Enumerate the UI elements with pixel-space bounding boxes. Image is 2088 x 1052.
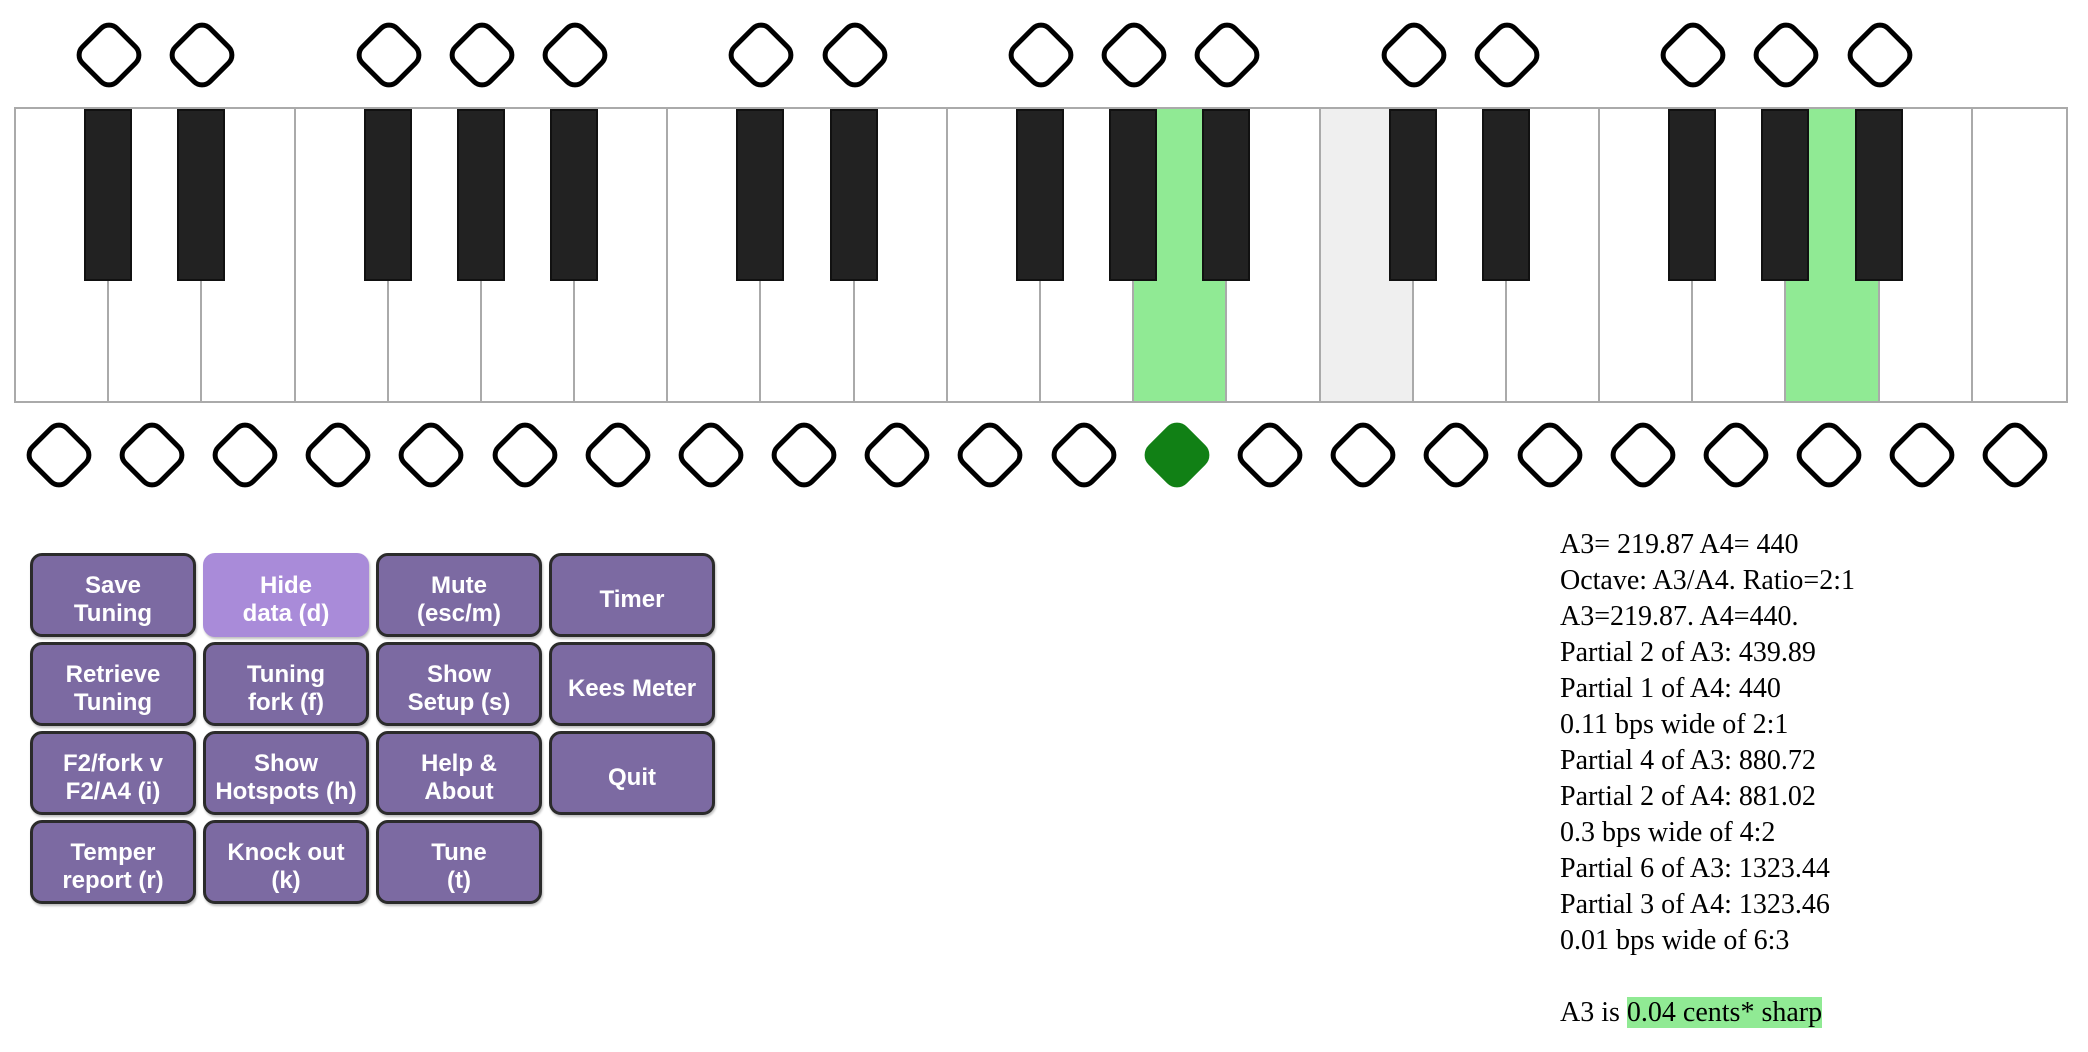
black-key[interactable]	[550, 109, 599, 281]
key-hotspot[interactable]	[765, 416, 843, 494]
black-key[interactable]	[829, 109, 878, 281]
info-line: Octave: A3/A4. Ratio=2:1	[1560, 565, 1855, 596]
key-hotspot[interactable]	[113, 416, 190, 494]
help-about-button[interactable]: Help & About	[376, 731, 542, 815]
mute-button[interactable]: Mute (esc/m)	[376, 553, 542, 637]
show-setup-button[interactable]: Show Setup (s)	[376, 642, 542, 726]
white-key[interactable]	[575, 109, 669, 401]
key-hotspot[interactable]	[1884, 416, 1961, 494]
white-key[interactable]	[855, 109, 948, 401]
key-hotspot[interactable]	[70, 16, 148, 94]
info-line: Partial 4 of A3: 880.72	[1560, 745, 1816, 776]
key-hotspot[interactable]	[20, 416, 97, 494]
tuning-fork-button[interactable]: Tuning fork (f)	[203, 642, 369, 726]
info-line: 0.11 bps wide of 2:1	[1560, 709, 1789, 740]
tuning-result-highlight: 0.04 cents* sharp	[1626, 997, 1823, 1028]
f2-fork-v-f2-a4-button[interactable]: F2/fork v F2/A4 (i)	[30, 731, 196, 815]
black-key[interactable]	[1761, 109, 1810, 281]
tuning-result-prefix: A3 is	[1560, 997, 1627, 1028]
white-key[interactable]	[1973, 109, 2066, 401]
key-hotspot[interactable]	[443, 16, 521, 94]
white-key[interactable]	[202, 109, 296, 401]
hide-data-button[interactable]: Hide data (d)	[203, 553, 369, 637]
save-tuning-button[interactable]: Save Tuning	[30, 553, 196, 637]
key-hotspot[interactable]	[1604, 416, 1681, 494]
black-key[interactable]	[1668, 109, 1717, 281]
key-hotspot[interactable]	[1841, 16, 1918, 94]
key-hotspot[interactable]	[1324, 416, 1402, 494]
key-hotspot[interactable]	[723, 16, 800, 94]
info-line: Partial 1 of A4: 440	[1560, 673, 1781, 704]
white-key[interactable]	[1507, 109, 1601, 401]
key-hotspot[interactable]	[1511, 416, 1588, 494]
white-key[interactable]	[1227, 109, 1321, 401]
show-hotspots-button[interactable]: Show Hotspots (h)	[203, 731, 369, 815]
key-hotspot[interactable]	[1790, 416, 1868, 494]
key-hotspot[interactable]	[350, 16, 427, 94]
info-line: Partial 3 of A4: 1323.46	[1560, 889, 1830, 920]
key-hotspot[interactable]	[859, 416, 936, 494]
key-hotspot[interactable]	[1045, 416, 1122, 494]
black-key[interactable]	[736, 109, 785, 281]
key-hotspot[interactable]	[1418, 416, 1495, 494]
key-hotspot[interactable]	[672, 416, 750, 494]
info-line: 0.01 bps wide of 6:3	[1560, 925, 1790, 956]
black-key[interactable]	[456, 109, 505, 281]
knock-out-button[interactable]: Knock out (k)	[203, 820, 369, 904]
black-key[interactable]	[1109, 109, 1158, 281]
black-key[interactable]	[1854, 109, 1903, 281]
key-hotspot[interactable]	[1189, 16, 1266, 94]
info-line: Partial 2 of A3: 439.89	[1560, 637, 1816, 668]
key-hotspot[interactable]	[1468, 16, 1546, 94]
info-line: Partial 2 of A4: 881.02	[1560, 781, 1816, 812]
key-hotspot[interactable]	[1002, 16, 1080, 94]
key-hotspot[interactable]	[299, 416, 377, 494]
black-key[interactable]	[1388, 109, 1437, 281]
key-hotspot[interactable]	[164, 16, 241, 94]
key-hotspot[interactable]	[952, 416, 1029, 494]
info-line: A3= 219.87 A4= 440	[1560, 529, 1799, 560]
key-hotspot[interactable]	[816, 16, 893, 94]
kees-meter-button[interactable]: Kees Meter	[549, 642, 715, 726]
key-hotspot[interactable]	[536, 16, 614, 94]
black-key[interactable]	[1016, 109, 1064, 281]
quit-button[interactable]: Quit	[549, 731, 715, 815]
key-hotspot[interactable]	[579, 416, 656, 494]
key-hotspot[interactable]	[486, 416, 563, 494]
key-hotspot[interactable]	[393, 416, 470, 494]
timer-button[interactable]: Timer	[549, 553, 715, 637]
black-key[interactable]	[177, 109, 226, 281]
key-hotspot[interactable]	[1697, 416, 1775, 494]
tune-button[interactable]: Tune (t)	[376, 820, 542, 904]
key-hotspot[interactable]	[1375, 16, 1452, 94]
white-key[interactable]	[1880, 109, 1973, 401]
black-key[interactable]	[1481, 109, 1530, 281]
retrieve-tuning-button[interactable]: Retrieve Tuning	[30, 642, 196, 726]
key-hotspot[interactable]	[206, 416, 284, 494]
piano-keyboard	[14, 107, 2068, 403]
key-hotspot[interactable]	[1977, 416, 2054, 494]
key-hotspot[interactable]	[1095, 16, 1173, 94]
black-key[interactable]	[1202, 109, 1251, 281]
temper-report-button[interactable]: Temper report (r)	[30, 820, 196, 904]
key-hotspot[interactable]	[1748, 16, 1825, 94]
info-line: A3=219.87. A4=440.	[1560, 601, 1799, 632]
info-line: 0.3 bps wide of 4:2	[1560, 817, 1776, 848]
tuning-result: A3 is 0.04 cents* sharp	[1560, 995, 1855, 1031]
info-spacer	[1560, 959, 1855, 995]
key-hotspot[interactable]	[1231, 416, 1309, 494]
key-hotspot[interactable]	[1655, 16, 1732, 94]
info-line: Partial 6 of A3: 1323.44	[1560, 853, 1830, 884]
black-key[interactable]	[363, 109, 412, 281]
key-hotspot[interactable]	[1138, 416, 1215, 494]
black-key[interactable]	[84, 109, 133, 281]
